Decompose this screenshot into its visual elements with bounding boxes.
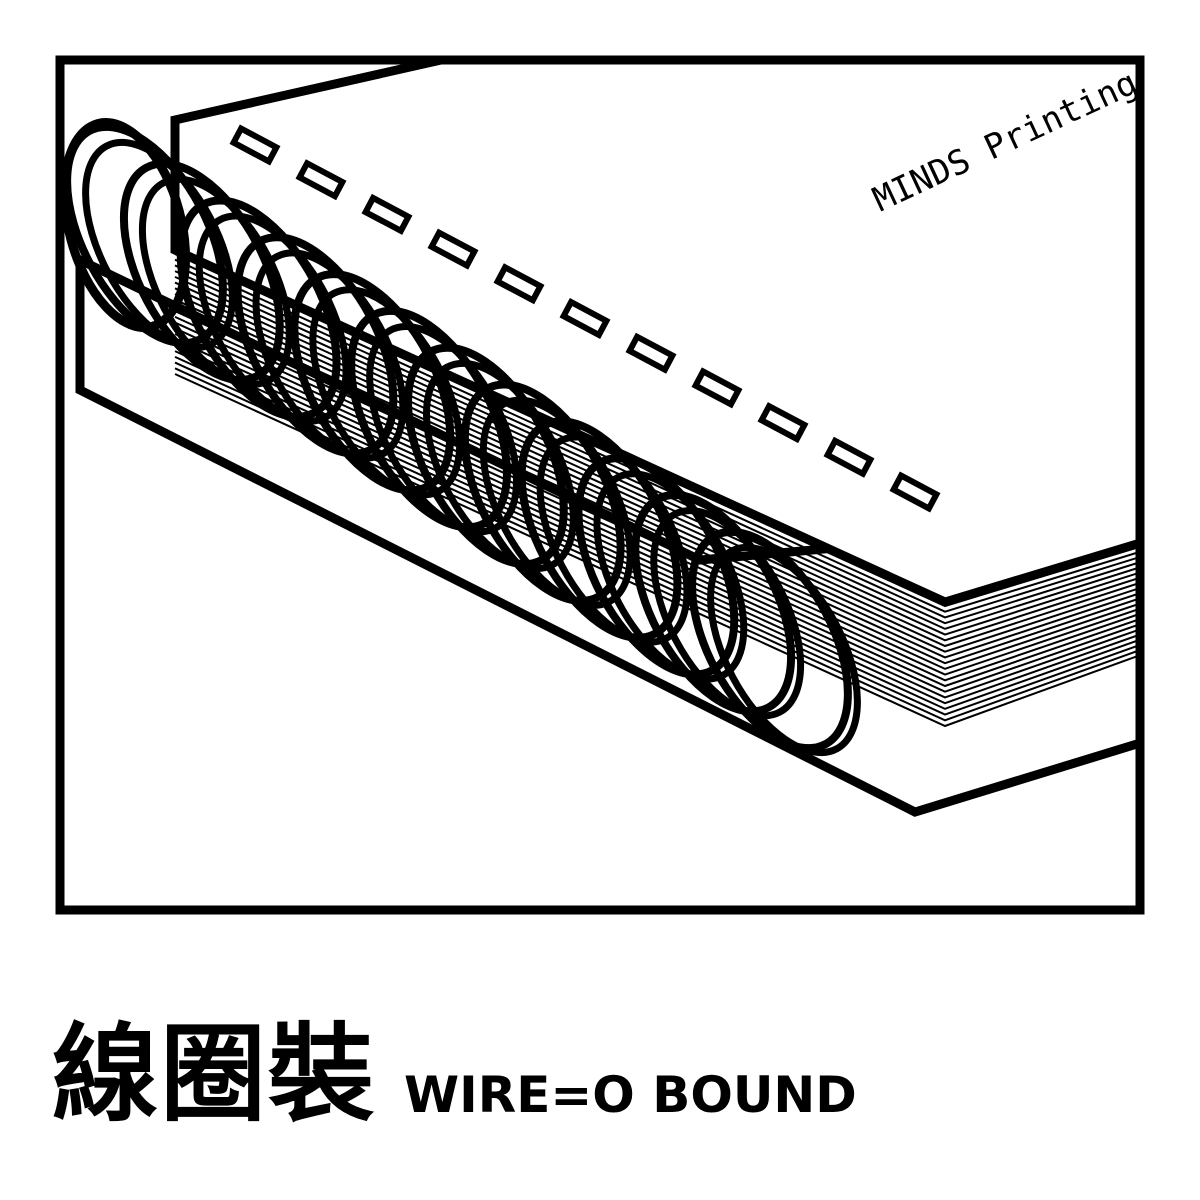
page-edge-line xyxy=(174,355,1140,710)
page-edge-line xyxy=(174,298,1140,653)
caption: 線圈裝 WIRE=O BOUND xyxy=(52,1008,857,1128)
punch-hole xyxy=(757,402,809,444)
page-edge-line xyxy=(174,315,1140,670)
page-edge-line xyxy=(174,258,1140,613)
wire-loop-inner xyxy=(707,543,861,757)
caption-title-en: WIRE=O BOUND xyxy=(404,1066,857,1124)
punch-hole xyxy=(229,124,281,166)
page-edge-line xyxy=(174,281,1140,636)
wire-o-notebook-illustration: MINDS Printing xyxy=(55,55,1145,915)
page-edge-line xyxy=(174,310,1140,665)
wire-o-binding xyxy=(60,118,861,757)
page-edge-line xyxy=(174,293,1140,648)
punch-hole xyxy=(295,159,347,201)
punch-hole xyxy=(889,471,941,513)
punch-hole xyxy=(361,193,413,235)
page-edge-line xyxy=(174,287,1140,642)
binding-end-loop xyxy=(60,118,191,332)
punch-hole xyxy=(625,332,677,374)
illustration-frame: MINDS Printing xyxy=(55,55,1145,915)
outer-frame xyxy=(55,55,1145,915)
punch-hole xyxy=(493,263,545,305)
punch-hole xyxy=(691,367,743,409)
punch-holes xyxy=(229,124,941,513)
punch-hole xyxy=(559,297,611,340)
caption-title-zh: 線圈裝 xyxy=(52,1013,376,1136)
front-cover xyxy=(170,60,1140,607)
wire-loop-inner xyxy=(650,507,805,720)
page-edge-line xyxy=(174,350,1140,705)
punch-hole xyxy=(427,228,479,270)
punch-hole xyxy=(823,436,875,478)
page-edge-line xyxy=(174,304,1140,659)
